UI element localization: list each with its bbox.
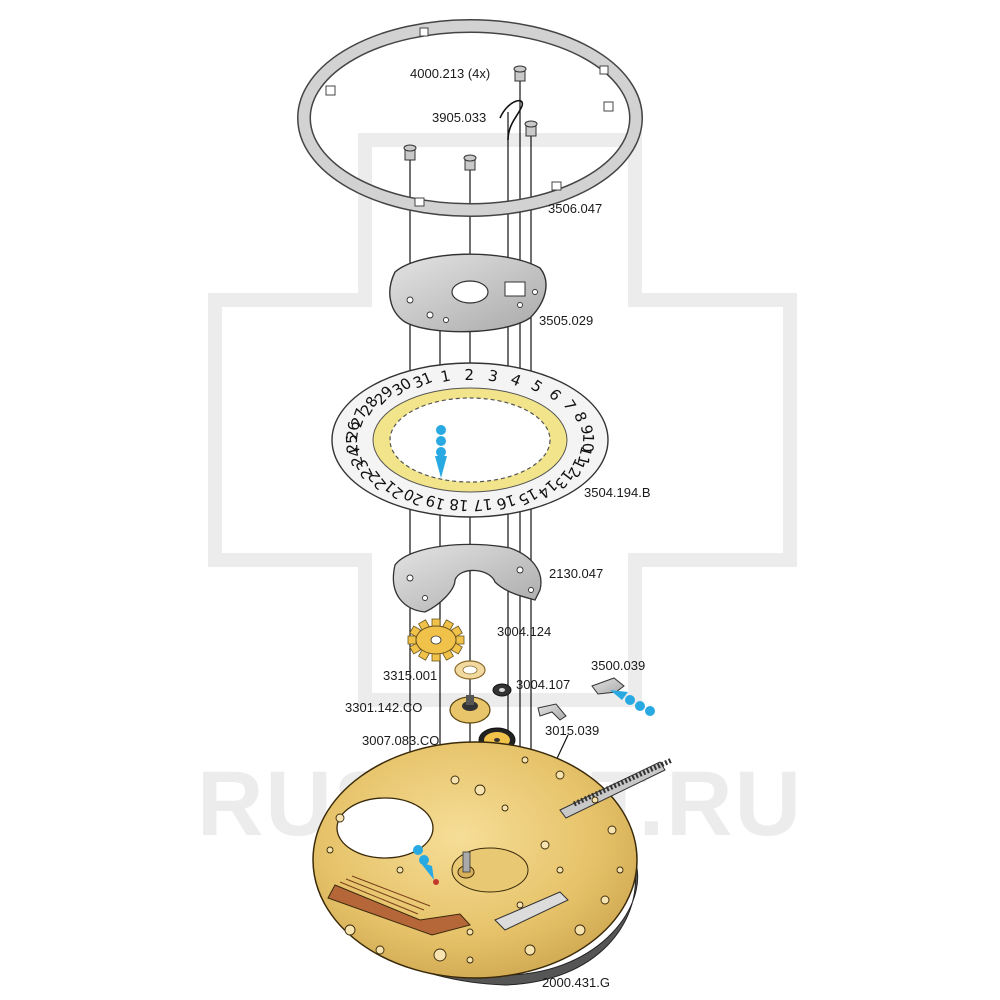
screw — [513, 65, 527, 82]
star-tooth — [407, 635, 417, 645]
label-3015-039: 3015.039 — [545, 723, 599, 738]
label-3301-142-co: 3301.142.CO — [345, 700, 422, 715]
oil-drop-icon — [413, 845, 434, 880]
star-tooth — [455, 635, 465, 645]
wheel-3301 — [449, 695, 491, 724]
date-number: 19 — [424, 491, 448, 514]
screw — [463, 154, 477, 171]
oil-drop-icon — [610, 690, 655, 716]
date-number: 25 — [343, 434, 362, 454]
label-4000-213: 4000.213 (4x) — [410, 66, 490, 81]
bridge-2130 — [392, 543, 542, 613]
label-3500-039: 3500.039 — [591, 658, 645, 673]
label-3007-083-co: 3007.083.CO — [362, 733, 439, 748]
date-number: 10 — [578, 433, 597, 453]
oil-drop-icon — [435, 425, 447, 478]
date-number: 2 — [464, 366, 474, 384]
date-number: 26 — [343, 420, 364, 441]
washer-3315 — [454, 660, 486, 680]
date-number: 11 — [573, 444, 595, 467]
date-number: 1 — [439, 367, 452, 387]
label-3505-029: 3505.029 — [539, 313, 593, 328]
casing-ring-3506 — [297, 19, 643, 217]
label-3004-107: 3004.107 — [516, 677, 570, 692]
label-3506-047: 3506.047 — [548, 201, 602, 216]
date-number: 3 — [487, 366, 500, 386]
date-number: 24 — [345, 445, 367, 468]
date-number: 18 — [449, 495, 470, 515]
label-3004-124: 3004.124 — [497, 624, 551, 639]
screws-4000 — [403, 65, 538, 171]
date-number: 17 — [472, 495, 493, 515]
label-2130-047: 2130.047 — [549, 566, 603, 581]
label-3315-001: 3315.001 — [383, 668, 437, 683]
date-number: 16 — [494, 490, 518, 513]
label-3504-194-b: 3504.194.B — [584, 485, 651, 500]
main-plate-2000 — [312, 741, 674, 986]
star-wheel-3004-124 — [407, 618, 465, 662]
screw — [524, 120, 538, 137]
date-number: 9 — [577, 424, 596, 436]
part-labels: 4000.213 (4x) 3905.033 3506.047 3505.029… — [345, 66, 651, 990]
screw — [403, 144, 417, 161]
label-2000-431-g: 2000.431.G — [542, 975, 610, 990]
small-wheel-3004-107 — [492, 683, 512, 697]
lever-3015 — [537, 703, 567, 721]
plate-3505 — [389, 253, 547, 333]
spring-3905 — [499, 99, 524, 141]
label-3905-033: 3905.033 — [432, 110, 486, 125]
spring-3500 — [591, 677, 625, 695]
date-number: 27 — [347, 406, 370, 430]
